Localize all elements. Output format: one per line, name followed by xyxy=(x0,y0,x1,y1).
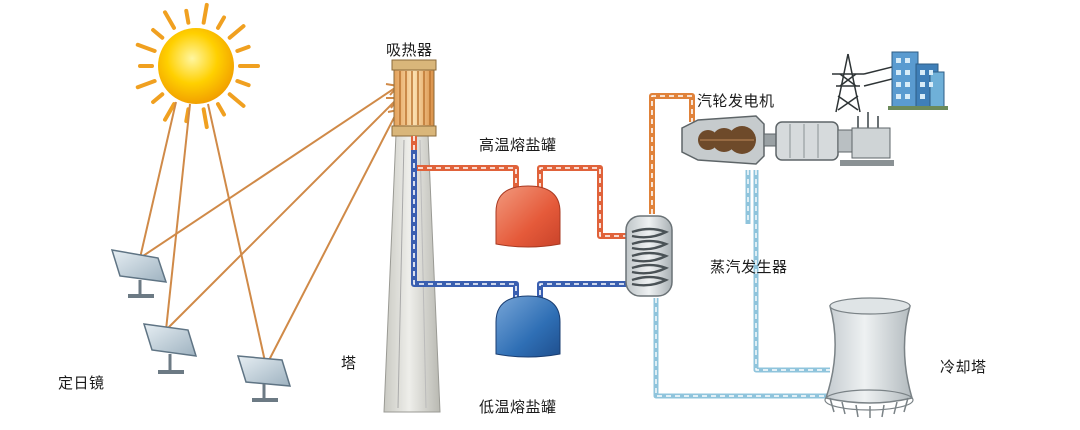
sun-ray xyxy=(216,102,226,117)
tower-label: 塔 xyxy=(341,354,357,372)
sun-ray xyxy=(235,44,251,53)
steam-pipe xyxy=(649,93,695,214)
sun-ray xyxy=(163,10,176,30)
cold-tank xyxy=(495,295,561,358)
sun-ray xyxy=(135,42,157,53)
sun-ray xyxy=(184,107,191,124)
city-buildings-icon xyxy=(888,51,948,110)
sun-ray xyxy=(201,107,209,130)
light-rays xyxy=(139,83,400,367)
sun-ray xyxy=(163,102,176,122)
sun-ray xyxy=(151,28,165,40)
cold-tank-label: 低温熔盐罐 xyxy=(479,398,557,416)
sun-ray xyxy=(184,8,191,25)
sun-ray xyxy=(151,92,165,104)
cooling-tower xyxy=(824,297,914,418)
heliostat-3 xyxy=(236,355,292,402)
sun-ray xyxy=(201,2,209,25)
heliostat-1 xyxy=(110,249,168,298)
cooling-tower-label: 冷却塔 xyxy=(940,358,987,376)
power-pylon-icon xyxy=(832,53,897,113)
absorber xyxy=(391,59,437,137)
sun-ray xyxy=(235,79,251,88)
absorber-label: 吸热器 xyxy=(386,41,433,59)
heliostat-2 xyxy=(142,323,198,374)
turbine-generator xyxy=(681,112,894,166)
sun-ray xyxy=(227,24,246,40)
sun-icon xyxy=(135,2,260,130)
water-pipe xyxy=(653,170,832,399)
heliostat-label: 定日镜 xyxy=(58,374,105,392)
turbine-generator-label: 汽轮发电机 xyxy=(697,92,775,110)
steam-generator-label: 蒸汽发生器 xyxy=(710,258,788,276)
sun-ray xyxy=(227,92,246,108)
hot-tank xyxy=(495,185,561,248)
hot-tank-label: 高温熔盐罐 xyxy=(479,136,557,154)
sun-ray xyxy=(216,15,226,30)
steam-generator xyxy=(625,215,673,297)
sun-ray xyxy=(135,79,157,90)
